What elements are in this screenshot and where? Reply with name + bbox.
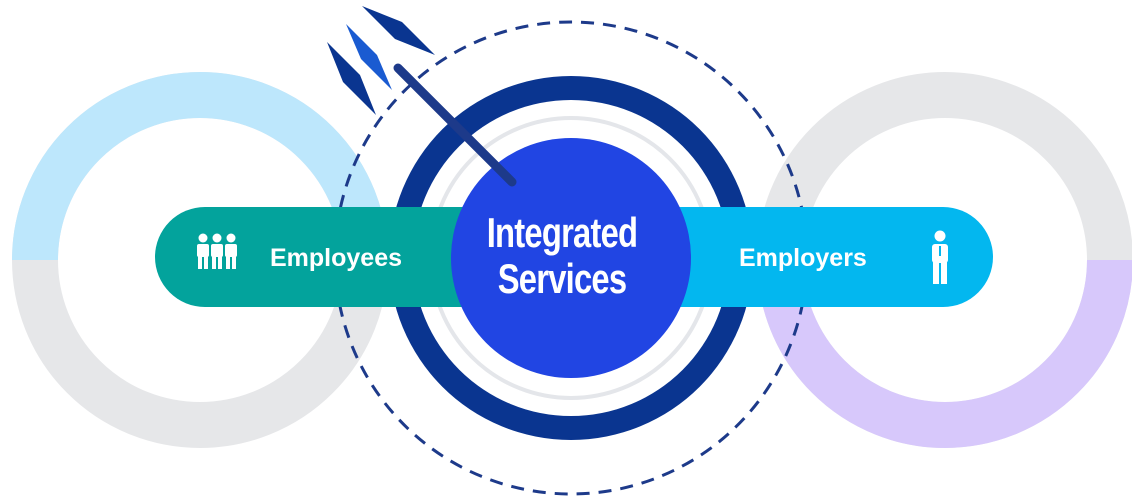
center-title-line2: Services [497,255,627,302]
center-title: Integrated Services [462,210,662,302]
employers-label: Employers [739,244,867,272]
center-circle [451,138,691,378]
center-title-line1: Integrated [486,209,638,256]
arrow-icon [327,6,517,187]
single-person-icon [932,230,948,284]
group-of-people-icon [197,233,237,269]
employees-label: Employees [270,244,403,272]
right-ring-bottom-arc [757,259,1132,448]
